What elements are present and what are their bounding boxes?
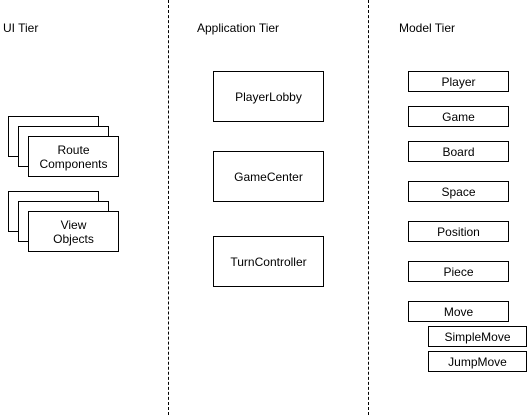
view-objects-label-line2: Objects [53,231,94,246]
model-tier-label: Model Tier [399,21,456,35]
jump-move-box: JumpMove [428,351,527,372]
simple-move-box: SimpleMove [428,326,527,347]
player-box: Player [408,71,509,92]
divider-application-model [368,0,369,415]
player-lobby-box: PlayerLobby [213,71,324,122]
piece-box: Piece [408,261,509,282]
turn-controller-box: TurnController [213,236,324,287]
game-box: Game [408,106,509,127]
route-components-box: Route Components [28,136,119,177]
space-box: Space [408,181,509,202]
route-components-label-line2: Components [39,156,108,171]
position-box: Position [408,221,509,242]
move-box: Move [408,301,509,322]
divider-ui-application [168,0,169,415]
ui-tier-label: UI Tier [3,21,39,35]
game-center-box: GameCenter [213,151,324,202]
view-objects-label-line1: View [60,217,87,232]
route-components-label-line1: Route [57,142,90,157]
view-objects-box: View Objects [28,211,119,252]
board-box: Board [408,141,509,162]
application-tier-label: Application Tier [197,21,280,35]
